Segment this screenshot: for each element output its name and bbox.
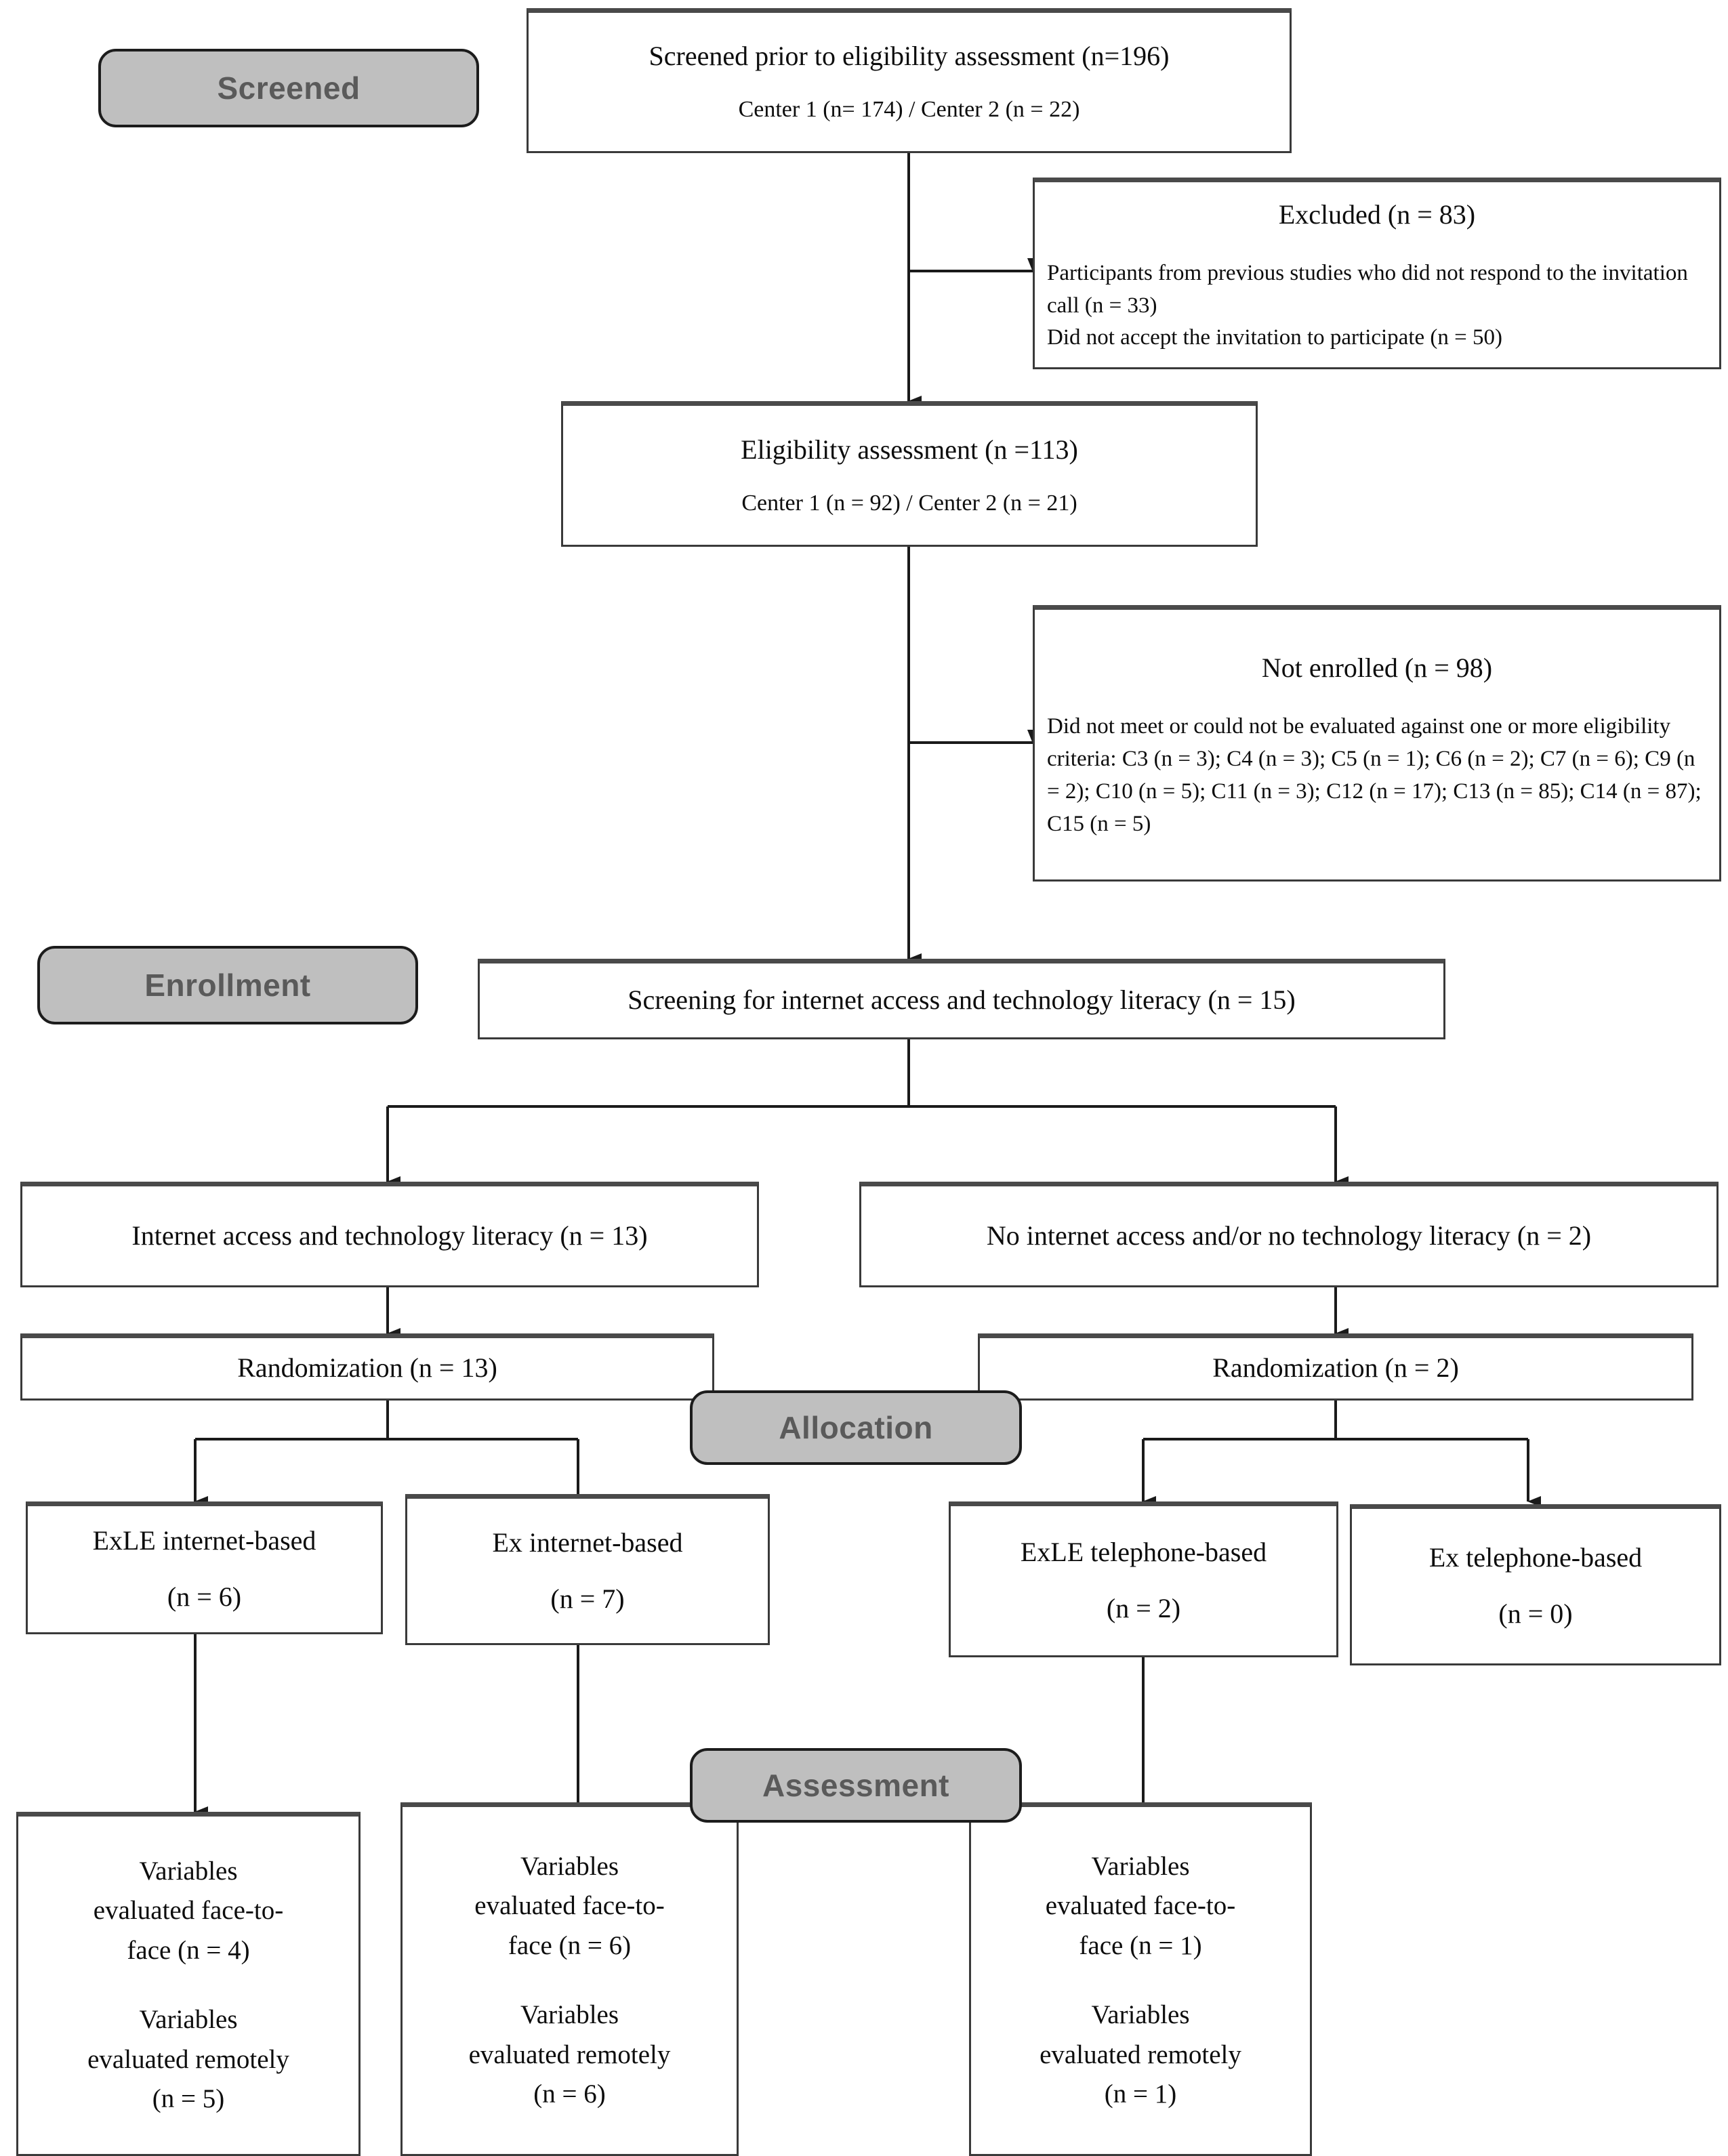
node-eligibility-assessment: Eligibility assessment (n =113) Center 1… bbox=[561, 401, 1258, 547]
node-arm-exle-internet-line1: ExLE internet-based bbox=[92, 1525, 316, 1556]
node-arm-exle-telephone-line1: ExLE telephone-based bbox=[1020, 1537, 1267, 1568]
node-arm-exle-internet: ExLE internet-based (n = 6) bbox=[26, 1501, 383, 1634]
node-internet-access-yes: Internet access and technology literacy … bbox=[20, 1182, 759, 1287]
node-outcome-exle-telephone-line3: face (n = 1) bbox=[1079, 1930, 1202, 1960]
node-screened: Screened prior to eligibility assessment… bbox=[527, 8, 1292, 153]
node-excluded-header: Excluded (n = 83) bbox=[1278, 199, 1476, 230]
node-outcome-exle-internet-line5: evaluated remotely bbox=[87, 2044, 289, 2074]
node-outcome-ex-internet-line5: evaluated remotely bbox=[468, 2039, 671, 2069]
node-outcome-exle-telephone: Variables evaluated face-to- face (n = 1… bbox=[969, 1802, 1312, 2156]
node-not-enrolled: Not enrolled (n = 98) Did not meet or co… bbox=[1033, 605, 1721, 882]
node-internet-yes-line1: Internet access and technology literacy … bbox=[131, 1220, 648, 1251]
node-randomization-right-line1: Randomization (n = 2) bbox=[1212, 1352, 1459, 1384]
node-internet-no-line1: No internet access and/or no technology … bbox=[986, 1220, 1592, 1251]
node-screened-line1: Screened prior to eligibility assessment… bbox=[649, 41, 1170, 72]
stage-badge-enrollment-label: Enrollment bbox=[144, 968, 311, 1003]
node-screening-line1: Screening for internet access and techno… bbox=[628, 984, 1296, 1016]
node-randomization-right: Randomization (n = 2) bbox=[978, 1333, 1693, 1401]
node-outcome-exle-internet-line6: (n = 5) bbox=[152, 2084, 225, 2113]
node-outcome-exle-telephone-line1: Variables bbox=[1091, 1851, 1190, 1881]
node-outcome-exle-internet: Variables evaluated face-to- face (n = 4… bbox=[16, 1812, 361, 2156]
node-arm-exle-internet-line2: (n = 6) bbox=[167, 1581, 242, 1612]
node-arm-ex-internet-line2: (n = 7) bbox=[550, 1583, 625, 1614]
node-outcome-ex-internet-line4: Variables bbox=[520, 2000, 619, 2029]
node-arm-ex-telephone-line1: Ex telephone-based bbox=[1428, 1542, 1643, 1573]
node-outcome-exle-telephone-line5: evaluated remotely bbox=[1040, 2039, 1241, 2069]
stage-badge-allocation: Allocation bbox=[690, 1390, 1022, 1465]
node-arm-ex-internet-line1: Ex internet-based bbox=[492, 1527, 683, 1558]
node-arm-ex-telephone: Ex telephone-based (n = 0) bbox=[1350, 1504, 1721, 1665]
node-outcome-exle-telephone-line4: Variables bbox=[1091, 2000, 1190, 2029]
node-outcome-ex-internet-line2: evaluated face-to- bbox=[474, 1891, 665, 1920]
node-outcome-exle-internet-line2: evaluated face-to- bbox=[93, 1896, 284, 1925]
node-arm-exle-telephone-line2: (n = 2) bbox=[1106, 1593, 1181, 1623]
stage-badge-assessment-label: Assessment bbox=[762, 1768, 950, 1803]
stage-badge-screened-label: Screened bbox=[217, 70, 361, 106]
node-outcome-exle-internet-line1: Variables bbox=[139, 1856, 238, 1886]
node-eligibility-line2: Center 1 (n = 92) / Center 2 (n = 21) bbox=[741, 490, 1077, 516]
node-outcome-exle-internet-line4: Variables bbox=[139, 2005, 238, 2034]
node-outcome-exle-telephone-line6: (n = 1) bbox=[1104, 2079, 1177, 2109]
stage-badge-enrollment: Enrollment bbox=[37, 946, 418, 1024]
node-screening-internet-literacy: Screening for internet access and techno… bbox=[478, 959, 1445, 1039]
node-arm-ex-internet: Ex internet-based (n = 7) bbox=[405, 1494, 770, 1645]
stage-badge-screened: Screened bbox=[98, 49, 479, 127]
node-screened-line2: Center 1 (n= 174) / Center 2 (n = 22) bbox=[738, 97, 1080, 123]
node-arm-ex-telephone-line2: (n = 0) bbox=[1498, 1598, 1573, 1629]
node-outcome-ex-internet: Variables evaluated face-to- face (n = 6… bbox=[400, 1802, 739, 2156]
node-not-enrolled-header: Not enrolled (n = 98) bbox=[1261, 652, 1493, 684]
node-randomization-left: Randomization (n = 13) bbox=[20, 1333, 714, 1401]
node-outcome-exle-internet-line3: face (n = 4) bbox=[127, 1935, 250, 1965]
node-outcome-ex-internet-line1: Variables bbox=[520, 1851, 619, 1881]
node-excluded: Excluded (n = 83) Participants from prev… bbox=[1033, 178, 1721, 369]
node-outcome-ex-internet-line3: face (n = 6) bbox=[508, 1930, 632, 1960]
node-arm-exle-telephone: ExLE telephone-based (n = 2) bbox=[949, 1501, 1338, 1657]
node-excluded-line1: Participants from previous studies who d… bbox=[1047, 261, 1688, 318]
stage-badge-allocation-label: Allocation bbox=[779, 1410, 933, 1445]
node-not-enrolled-line1: Did not meet or could not be evaluated a… bbox=[1047, 714, 1702, 836]
node-outcome-ex-internet-line6: (n = 6) bbox=[533, 2079, 606, 2109]
node-outcome-exle-telephone-line2: evaluated face-to- bbox=[1045, 1891, 1236, 1920]
node-internet-access-no: No internet access and/or no technology … bbox=[859, 1182, 1719, 1287]
node-randomization-left-line1: Randomization (n = 13) bbox=[237, 1352, 497, 1384]
node-excluded-line2: Did not accept the invitation to partici… bbox=[1047, 325, 1502, 350]
node-eligibility-line1: Eligibility assessment (n =113) bbox=[741, 434, 1078, 465]
stage-badge-assessment: Assessment bbox=[690, 1748, 1022, 1823]
